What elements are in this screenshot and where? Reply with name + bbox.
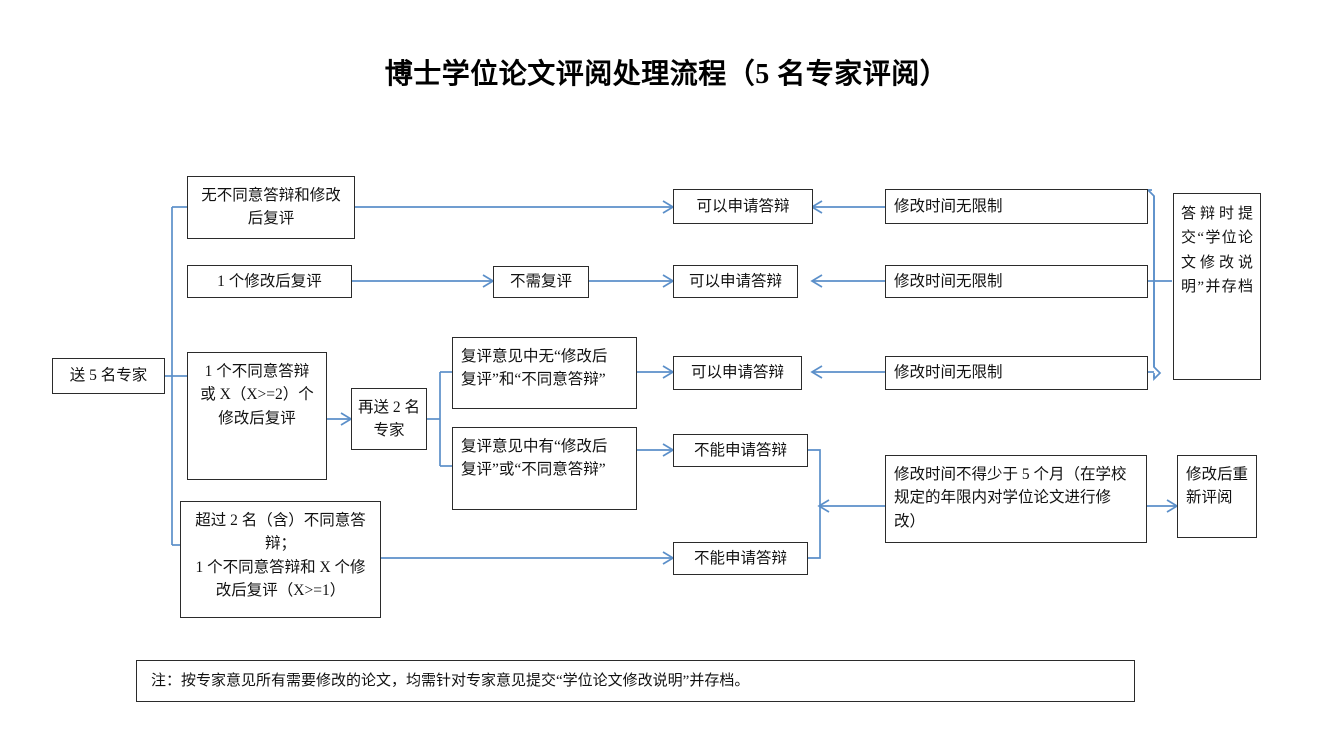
node-rereview-clean[interactable]: 复评意见中无“修改后 复评”和“不同意答辩” [452, 337, 637, 409]
node-rereview-after-revise[interactable]: 修改后重 新评阅 [1177, 455, 1257, 538]
arrowhead-rereview-after [1166, 499, 1179, 513]
node-min-five-months[interactable]: 修改时间不得少于 5 个月（在学校 规定的年限内对学位论文进行修 改） [885, 455, 1147, 543]
node-can-defend-1[interactable]: 可以申请答辩 [673, 189, 813, 224]
node-start[interactable]: 送 5 名专家 [52, 358, 165, 394]
wire-cannot-1-collect [808, 449, 821, 506]
node-cannot-defend-1[interactable]: 不能申请答辩 [673, 434, 808, 467]
node-rereview-dirty[interactable]: 复评意见中有“修改后 复评”或“不同意答辩” [452, 427, 637, 510]
wire-right-trunk-upper [1147, 189, 1162, 382]
node-can-defend-3[interactable]: 可以申请答辩 [673, 356, 802, 390]
arrowhead-left-can-defend-3 [810, 365, 823, 379]
arrowhead-can-defend-3 [662, 365, 675, 379]
arrowhead-can-defend-2 [662, 274, 675, 288]
arrowhead-cannot-defend-1 [662, 443, 675, 457]
node-resend-two[interactable]: 再送 2 名 专家 [351, 388, 427, 450]
wire-cannot-2-collect [808, 506, 821, 559]
footer-note: 注：按专家意见所有需要修改的论文，均需针对专家意见提交“学位论文修改说明”并存档… [136, 660, 1135, 702]
node-can-defend-2[interactable]: 可以申请答辩 [673, 265, 798, 298]
node-branch-one-revise[interactable]: 1 个修改后复评 [187, 265, 352, 298]
node-branch-over-two[interactable]: 超过 2 名（含）不同意答 辩； 1 个不同意答辩和 X 个修 改后复评（X>=… [180, 501, 381, 618]
arrowhead-can-defend-1 [662, 200, 675, 214]
node-no-rereview[interactable]: 不需复评 [493, 266, 589, 298]
node-unlimited-time-1[interactable]: 修改时间无限制 [885, 189, 1148, 224]
arrowhead-resend-two [340, 412, 353, 426]
arrowhead-no-rereview [482, 274, 495, 288]
node-unlimited-time-3[interactable]: 修改时间无限制 [885, 356, 1148, 390]
page-title: 博士学位论文评阅处理流程（5 名专家评阅） [384, 59, 949, 90]
arrowhead-left-can-defend-1 [810, 200, 823, 214]
node-branch-one-disagree[interactable]: 1 个不同意答辩 或 X（X>=2）个 修改后复评 [187, 352, 327, 480]
node-cannot-defend-2[interactable]: 不能申请答辩 [673, 542, 808, 575]
arrowhead-left-can-defend-2 [810, 274, 823, 288]
node-branch-none[interactable]: 无不同意答辩和修改 后复评 [187, 176, 355, 239]
node-unlimited-time-2[interactable]: 修改时间无限制 [885, 265, 1148, 298]
arrowhead-cannot-group [817, 499, 830, 513]
arrowhead-cannot-defend-2 [662, 551, 675, 565]
node-submit-statement[interactable]: 答辩时提交“学位论文修改说明”并存档 [1173, 193, 1261, 380]
